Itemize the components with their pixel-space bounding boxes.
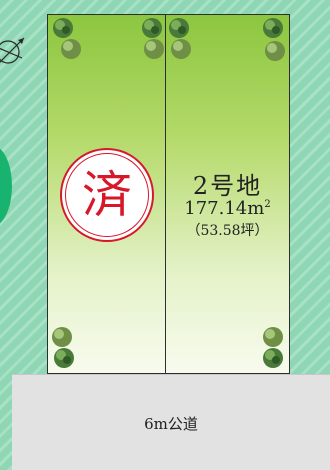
road-label: 6m公道 [144, 415, 198, 433]
tree-icon [53, 18, 73, 38]
tree-icon [61, 39, 81, 59]
tree-icon [54, 348, 74, 368]
tree-icon [263, 327, 283, 347]
decorative-green-circle [0, 146, 12, 226]
tree-icon [263, 348, 283, 368]
tree-icon [171, 39, 191, 59]
lot-2-number: 2号地 [192, 172, 263, 200]
lot-2-area-tsubo: （53.58坪） [186, 223, 269, 239]
tree-icon [265, 41, 285, 61]
lot-2-area-value: 177.14m [184, 198, 265, 219]
tree-icon [144, 39, 164, 59]
lot-2-area: 177.14m2 [165, 198, 290, 219]
compass-icon [0, 37, 25, 64]
tree-icon [142, 18, 162, 38]
tree-icon [52, 327, 72, 347]
square-unit: 2 [264, 199, 271, 210]
sold-stamp-text: 済 [65, 153, 149, 237]
tree-icon [263, 18, 283, 38]
tree-icon [169, 18, 189, 38]
road: 6m公道 [12, 374, 330, 470]
sold-stamp: 済 [60, 148, 154, 242]
lot-2[interactable] [165, 14, 290, 374]
